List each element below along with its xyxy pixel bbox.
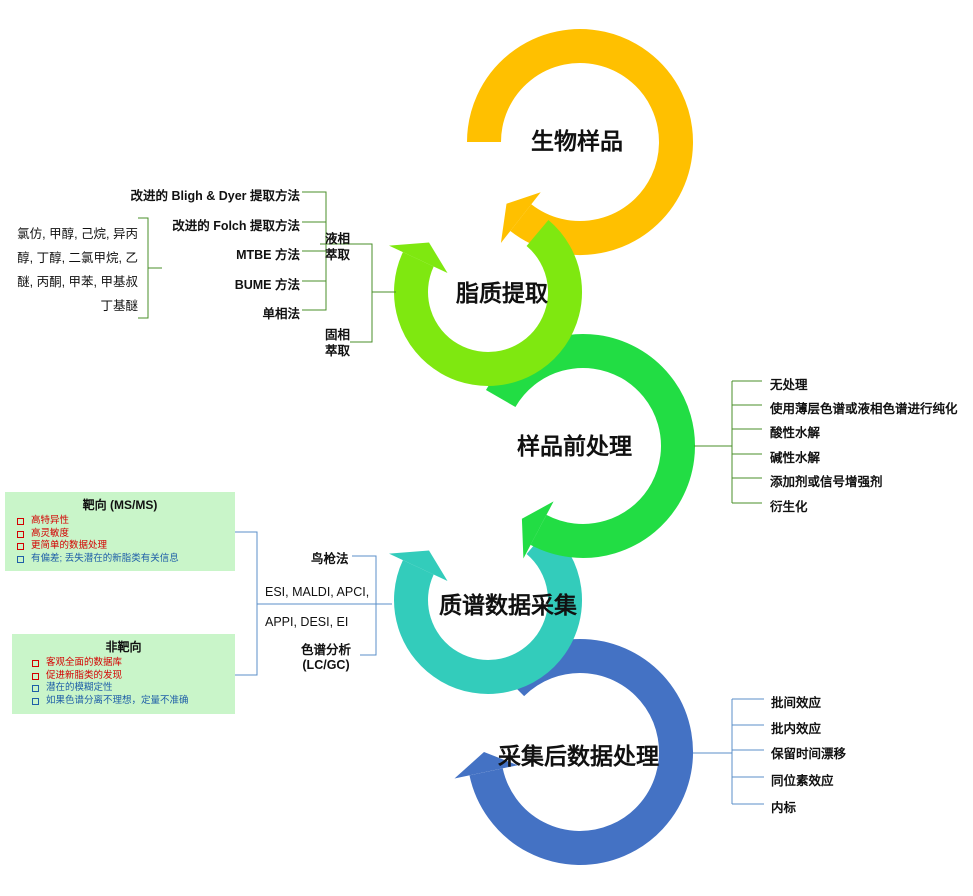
method-bligh-dyer: 改进的 Bligh & Dyer 提取方法 — [130, 189, 300, 203]
post-processing-item: 批内效应 — [771, 722, 822, 736]
method-mtbe: MTBE 方法 — [236, 248, 300, 262]
ring-bio — [467, 29, 693, 256]
untargeted-item: 潜在的模糊定性 — [20, 682, 235, 695]
stage-rings — [389, 29, 695, 865]
pretreatment-item: 酸性水解 — [770, 426, 821, 440]
ring-arrowhead-prep — [521, 501, 554, 559]
pretreatment-item: 使用薄层色谱或液相色谱进行纯化 — [770, 402, 958, 416]
ionization-methods-line1: ESI, MALDI, APCI, — [265, 585, 370, 599]
pretreatment-item: 衍生化 — [770, 500, 808, 514]
pretreatment-item: 添加剂或信号增强剂 — [770, 475, 883, 489]
ring-ms — [394, 527, 582, 694]
pretreatment-connectors — [694, 380, 762, 504]
ring-arrowhead-extract — [389, 242, 448, 273]
method-single-phase: 单相法 — [262, 307, 300, 321]
ionization-methods-line2: APPI, DESI, EI — [265, 615, 349, 629]
solvent-list: 氯仿, 甲醇, 己烷, 异丙醇, 丁醇, 二氯甲烷, 乙醚, 丙酮, 甲苯, 甲… — [17, 227, 138, 313]
targeted-item: 更简单的数据处理 — [5, 540, 235, 553]
untargeted-item: 促进新脂类的发现 — [20, 670, 235, 683]
solid-extraction-label: 固相 萃取 — [325, 328, 351, 358]
ion-source-label: 鸟枪法 — [311, 552, 349, 566]
stage-bio-label: 生物样品 — [531, 128, 623, 154]
post-connectors — [693, 698, 764, 805]
stage-ms-label: 质谱数据采集 — [439, 592, 577, 618]
untargeted-box: 非靶向 客观全面的数据库 促进新脂类的发现 潜在的模糊定性 如果色谱分离不理想，… — [12, 634, 235, 714]
method-bume: BUME 方法 — [234, 278, 300, 292]
post-processing-item: 保留时间漂移 — [771, 747, 847, 761]
pretreatment-item: 无处理 — [770, 378, 808, 392]
targeted-item: 高特异性 — [5, 515, 235, 528]
post-processing-item: 内标 — [771, 801, 797, 815]
untargeted-item: 如果色谱分离不理想，定量不准确 — [20, 695, 235, 708]
ms-connectors — [235, 531, 392, 676]
ring-arrowhead-ms — [389, 550, 448, 581]
untargeted-item: 客观全面的数据库 — [20, 657, 235, 670]
ring-post — [469, 639, 693, 865]
ring-arrowhead-bio — [500, 192, 541, 243]
targeted-item: 有偏差; 丢失潜在的新脂类有关信息 — [5, 553, 235, 566]
post-processing-item: 同位素效应 — [771, 774, 834, 788]
stage-prep-label: 样品前处理 — [517, 433, 632, 459]
ring-arrowhead-post — [454, 752, 518, 779]
untargeted-title: 非靶向 — [105, 640, 142, 654]
stage-extract-label: 脂质提取 — [456, 280, 548, 306]
liquid-extraction-label: 液相 萃取 — [325, 232, 351, 262]
post-processing-item: 批间效应 — [771, 696, 822, 710]
pretreatment-item: 碱性水解 — [770, 451, 821, 465]
stage-post-label: 采集后数据处理 — [498, 743, 659, 769]
chromatography-label: 色谱分析 (LC/GC) — [301, 643, 352, 672]
targeted-box: 靶向 (MS/MS) 高特异性 高灵敏度 更简单的数据处理 有偏差; 丢失潜在的… — [5, 492, 235, 571]
targeted-item: 高灵敏度 — [5, 528, 235, 541]
targeted-title: 靶向 (MS/MS) — [82, 498, 158, 512]
method-folch: 改进的 Folch 提取方法 — [172, 219, 300, 233]
ring-extract — [394, 219, 582, 386]
extraction-connectors — [138, 191, 396, 343]
